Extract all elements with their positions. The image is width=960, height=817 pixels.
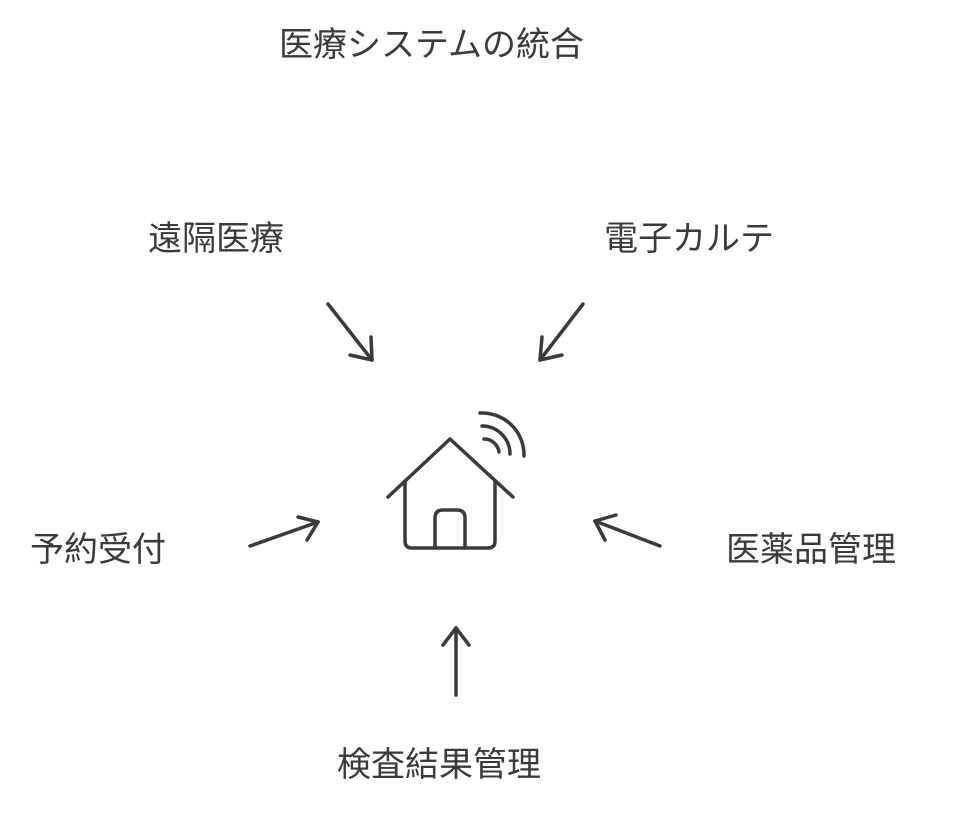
arrow-from-medicine-management: [593, 513, 662, 548]
arrow-from-appointments: [248, 515, 320, 548]
arrow-from-electronic-records: [538, 302, 585, 362]
node-label-electronic-records: 電子カルテ: [604, 219, 774, 259]
arrow-from-telemedicine: [326, 302, 374, 362]
node-label-medicine-management: 医薬品管理: [726, 530, 896, 570]
wifi-arc-large: [478, 411, 526, 458]
house-roof: [386, 437, 515, 499]
node-label-test-results: 検査結果管理: [337, 745, 541, 785]
smart-home-wifi-icon: [386, 411, 526, 550]
node-label-appointments: 予約受付: [30, 530, 166, 570]
wifi-arc-medium: [480, 424, 512, 456]
house-body: [403, 479, 497, 550]
wifi-arc-small: [482, 437, 501, 454]
diagram-title: 医療システムの統合: [279, 25, 584, 65]
node-label-telemedicine: 遠隔医療: [148, 219, 284, 259]
arrow-from-test-results: [441, 626, 471, 697]
house-door: [433, 508, 467, 550]
